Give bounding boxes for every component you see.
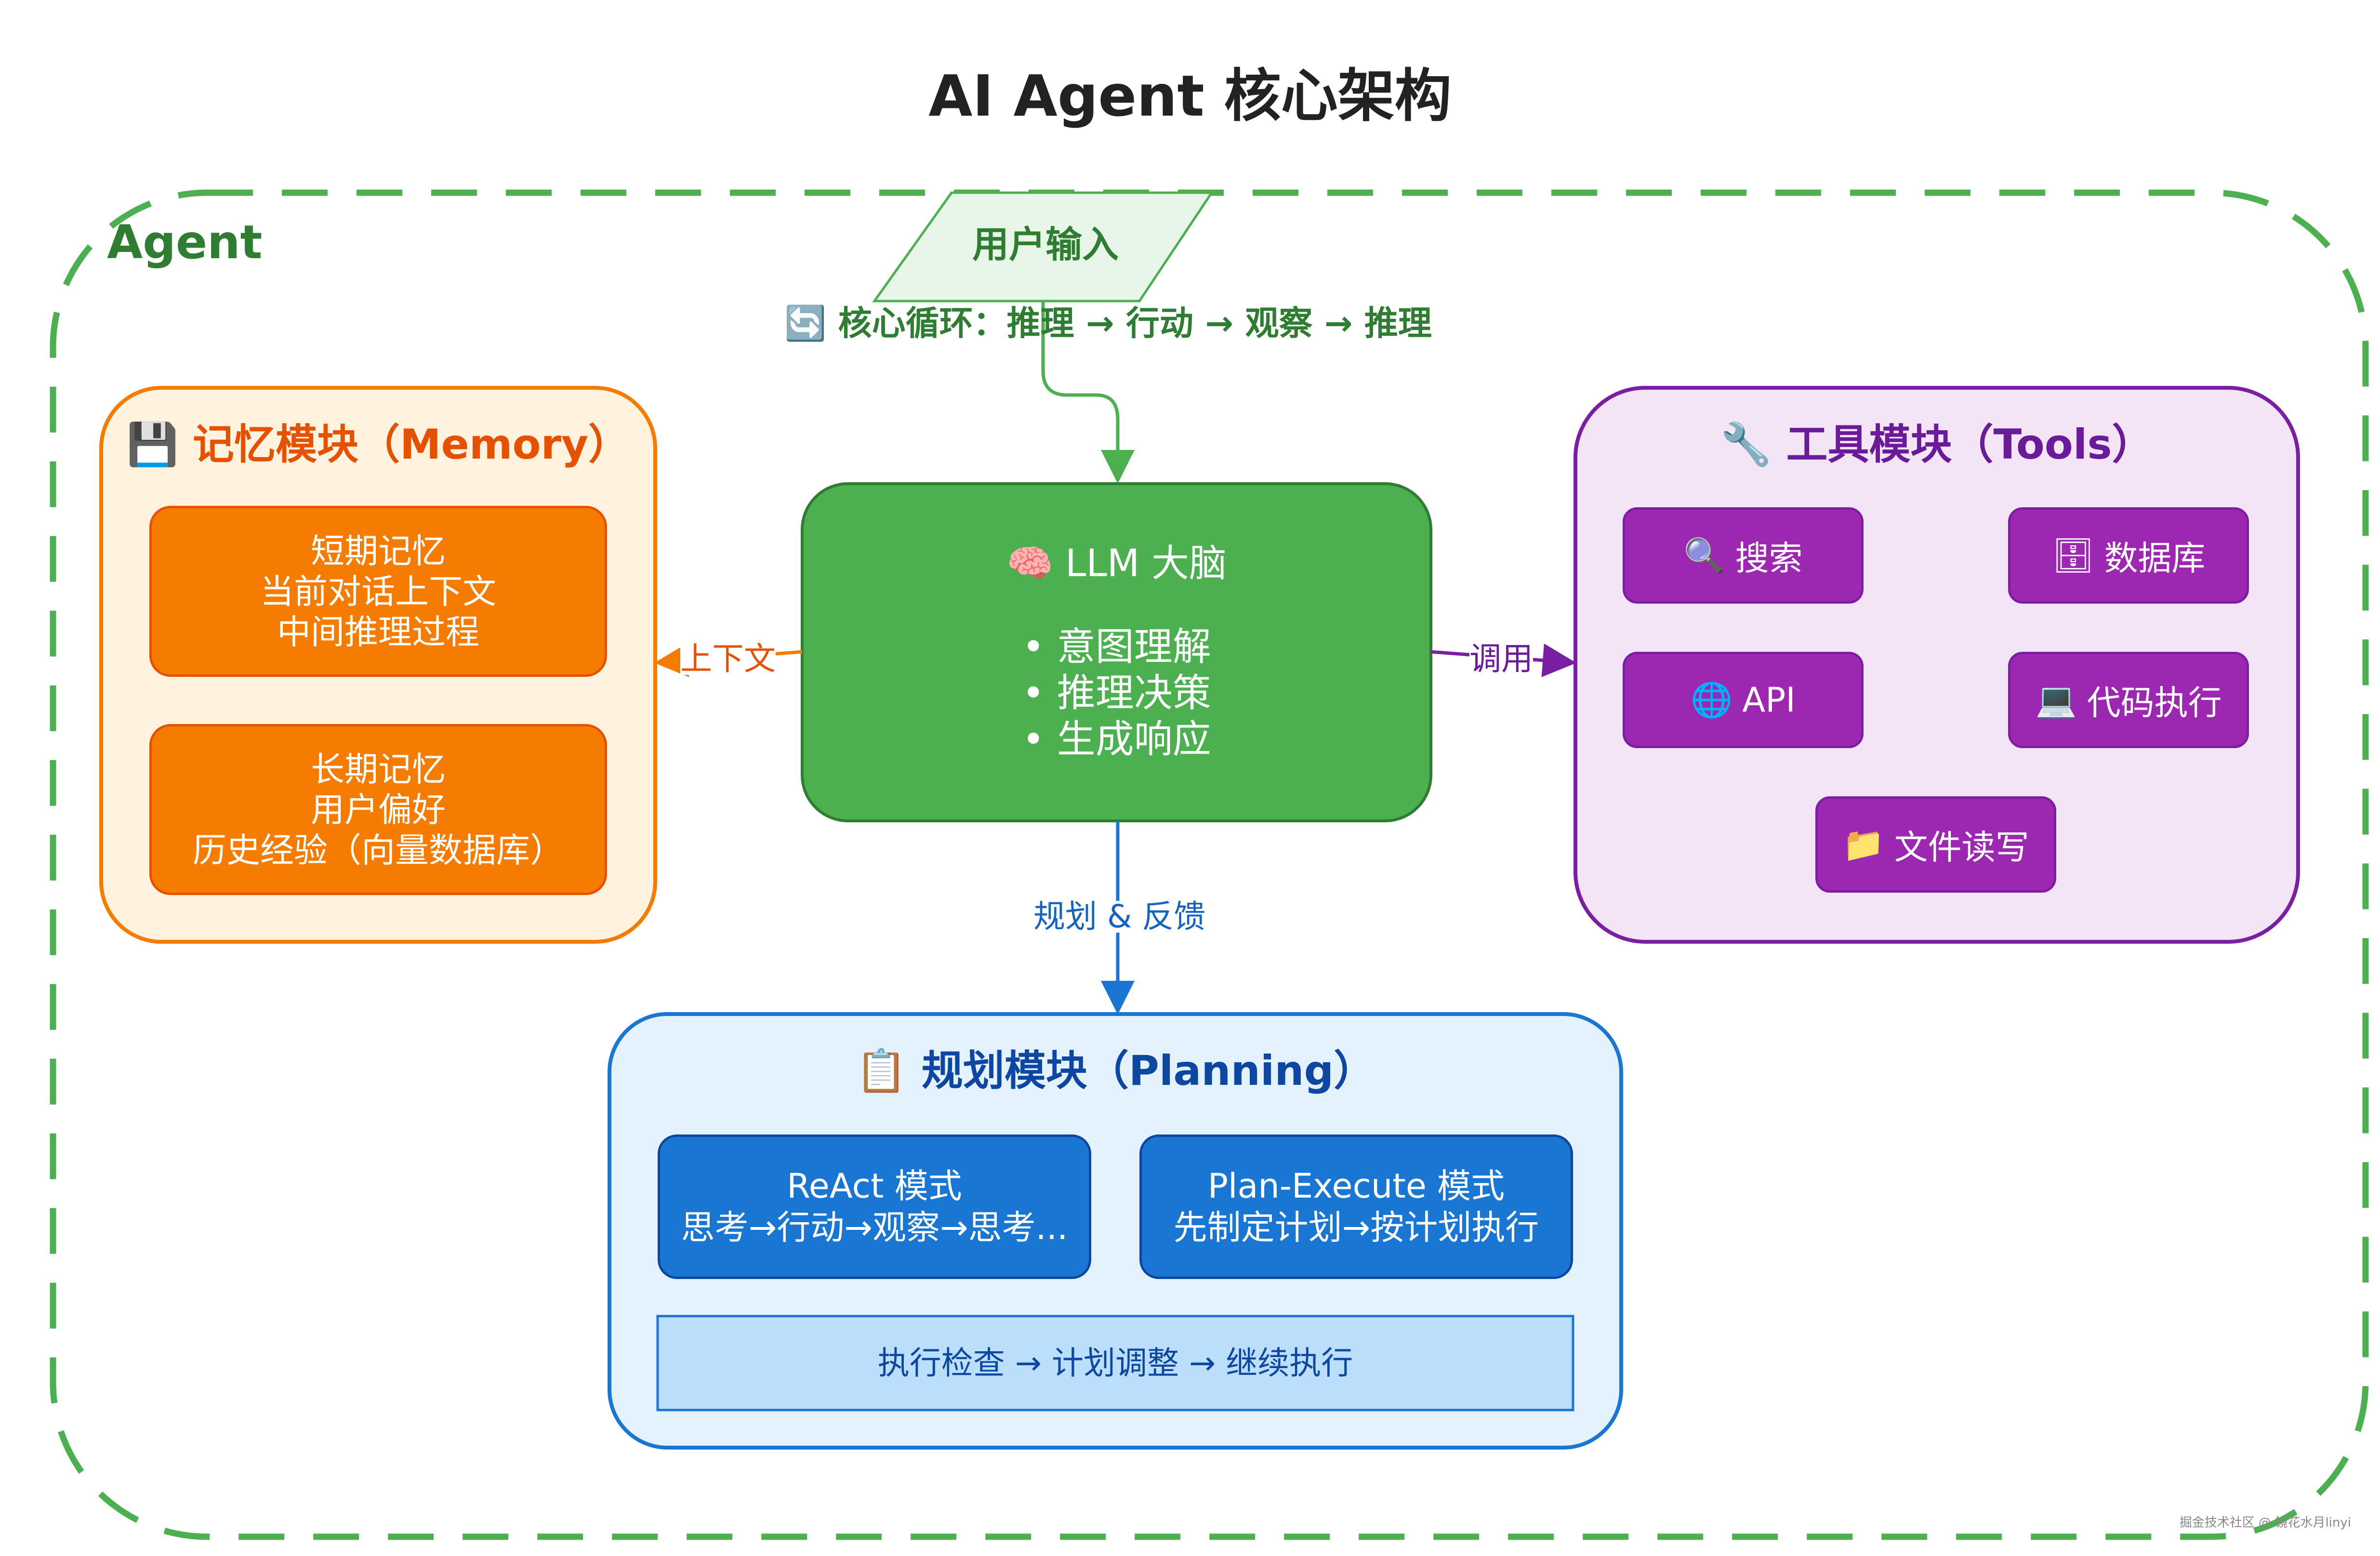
llm-item-reasoning: • 推理决策 <box>1022 671 1211 715</box>
tool-file-io-box: 📁 文件读写 <box>1815 796 2056 893</box>
short-term-memory-heading: 短期记忆 <box>311 531 446 571</box>
tool-search-label: 搜索 <box>1735 538 1803 578</box>
long-term-memory-line-2: 历史经验（向量数据库） <box>193 830 564 870</box>
edge-label-invoke: 调用 <box>1469 640 1533 677</box>
tool-file-io-label: 文件读写 <box>1894 827 2029 867</box>
react-mode-box: ReAct 模式 思考→行动→观察→思考... <box>658 1134 1091 1279</box>
tools-module-title: 🔧 工具模块（Tools） <box>1720 421 2154 469</box>
llm-title: 🧠 LLM 大脑 <box>1006 542 1227 585</box>
edge-label-plan-feedback: 规划 & 反馈 <box>1033 898 1206 935</box>
short-term-memory-line-2: 中间推理过程 <box>277 612 479 652</box>
tool-database-box: 🗄 数据库 <box>2008 507 2249 604</box>
long-term-memory-box: 长期记忆 用户偏好 历史经验（向量数据库） <box>149 724 607 895</box>
tool-code-exec-label: 代码执行 <box>2087 683 2222 723</box>
llm-brain-content: 🧠 LLM 大脑 • 意图理解 • 推理决策 • 生成响应 <box>802 484 1431 821</box>
long-term-memory-heading: 长期记忆 <box>311 749 446 789</box>
tool-api-label: API <box>1742 680 1796 720</box>
plan-execute-heading: Plan-Execute 模式 <box>1207 1166 1505 1206</box>
planning-loop-label: 执行检查 → 计划调整 → 继续执行 <box>877 1345 1353 1382</box>
user-input-shape <box>872 191 1214 303</box>
llm-item-response: • 生成响应 <box>1022 717 1211 762</box>
tool-database-label: 数据库 <box>2104 538 2206 578</box>
diagram-title: AI Agent 核心架构 <box>928 63 1452 129</box>
file-cabinet-icon: 🗄 <box>2051 535 2095 575</box>
magnifier-icon: 🔍 <box>1683 535 1726 575</box>
react-mode-heading: ReAct 模式 <box>787 1166 962 1206</box>
watermark: 掘金技术社区 @ 镜花水月linyi <box>2179 1516 2351 1530</box>
user-input-label: 用户输入 <box>972 223 1119 266</box>
folder-icon: 📁 <box>1842 824 1885 864</box>
agent-label: Agent <box>107 215 263 269</box>
tool-code-exec-box: 💻 代码执行 <box>2008 652 2249 748</box>
edge-label-context: 上下文 <box>680 640 776 677</box>
llm-item-intent: • 意图理解 <box>1022 624 1211 669</box>
core-loop-label: 🔄 核心循环：推理 → 行动 → 观察 → 推理 <box>784 303 1432 343</box>
laptop-icon: 💻 <box>2035 680 2077 720</box>
long-term-memory-line-1: 用户偏好 <box>311 790 446 830</box>
tool-api-box: 🌐 API <box>1623 652 1864 748</box>
planning-loop-bar <box>656 1315 1574 1411</box>
plan-execute-detail: 先制定计划→按计划执行 <box>1173 1208 1539 1247</box>
tool-search-box: 🔍 搜索 <box>1623 507 1864 604</box>
input-to-llm-arrow <box>1041 301 1135 484</box>
short-term-memory-box: 短期记忆 当前对话上下文 中间推理过程 <box>149 506 607 677</box>
planning-module-title: 📋 规划模块（Planning） <box>855 1047 1375 1095</box>
short-term-memory-line-1: 当前对话上下文 <box>260 571 496 611</box>
plan-execute-mode-box: Plan-Execute 模式 先制定计划→按计划执行 <box>1139 1134 1573 1279</box>
globe-icon: 🌐 <box>1691 680 1733 720</box>
memory-module-title: 💾 记忆模块（Memory） <box>126 421 630 469</box>
react-mode-detail: 思考→行动→观察→思考... <box>681 1208 1068 1247</box>
